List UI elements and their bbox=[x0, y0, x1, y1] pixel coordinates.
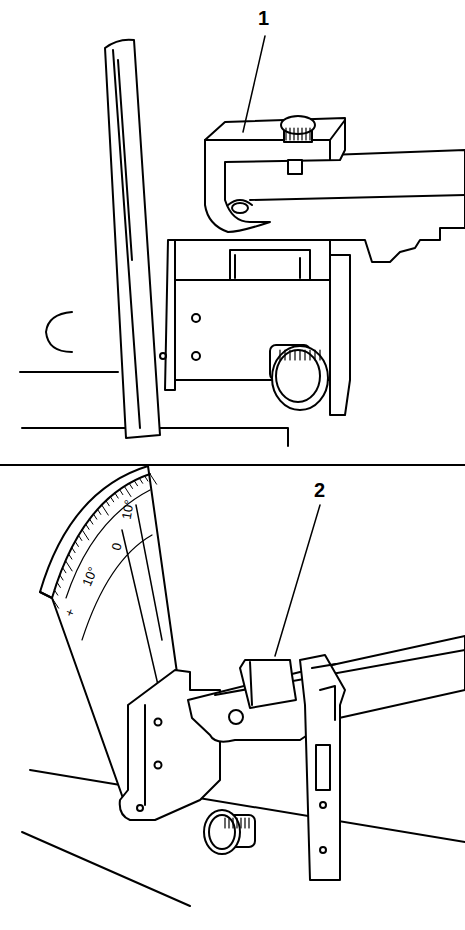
hatch-stroke bbox=[248, 818, 249, 828]
hatch-stroke bbox=[54, 590, 57, 595]
hatch-stroke bbox=[289, 350, 290, 360]
hatch-stroke bbox=[60, 575, 63, 580]
hatch-stroke bbox=[145, 476, 148, 481]
hatch-stroke bbox=[289, 128, 290, 140]
hatch-stroke bbox=[228, 818, 229, 828]
hatch-stroke bbox=[314, 350, 315, 360]
hatch-stroke bbox=[305, 128, 306, 140]
hatch-stroke bbox=[150, 474, 157, 484]
hatch-stroke bbox=[129, 483, 132, 488]
hatch-stroke bbox=[240, 818, 241, 828]
hatch-stroke bbox=[79, 535, 82, 540]
hatch-stroke bbox=[309, 350, 310, 360]
hatch-stroke bbox=[293, 128, 294, 140]
hatch-stroke bbox=[75, 541, 78, 546]
hatch-stroke bbox=[69, 554, 72, 559]
hatch-stroke bbox=[102, 505, 109, 515]
hatch-stroke bbox=[232, 818, 233, 828]
callout-number: 1 bbox=[258, 8, 269, 28]
hatch-stroke bbox=[299, 350, 300, 360]
hatch-stroke bbox=[236, 818, 237, 828]
hatch-stroke bbox=[110, 497, 113, 502]
hatch-stroke bbox=[301, 128, 302, 140]
hatch-stroke bbox=[52, 598, 59, 608]
hatch-stroke bbox=[124, 486, 131, 496]
hatch-stroke bbox=[72, 548, 75, 553]
hatch-stroke bbox=[106, 501, 109, 506]
hatch-stroke bbox=[279, 350, 280, 360]
hatch-stroke bbox=[297, 128, 298, 140]
hatch-stroke bbox=[120, 490, 123, 495]
hatch-stroke bbox=[98, 509, 101, 514]
hatch-stroke bbox=[304, 350, 305, 360]
hatch-stroke bbox=[244, 818, 245, 828]
hatch-stroke bbox=[319, 350, 320, 360]
hatch-stroke bbox=[115, 493, 118, 498]
hatch-stroke bbox=[134, 481, 137, 486]
scale-mark: 10° bbox=[120, 499, 136, 521]
hatch-stroke bbox=[139, 478, 142, 483]
hatch-stroke bbox=[57, 582, 60, 587]
hatch-stroke bbox=[63, 568, 66, 573]
hatch-stroke bbox=[82, 530, 89, 540]
hatch-stroke bbox=[93, 514, 96, 519]
hatch-stroke bbox=[285, 128, 286, 140]
hatch-stroke bbox=[294, 350, 295, 360]
hatch-stroke bbox=[284, 350, 285, 360]
hatch-stroke bbox=[309, 128, 310, 140]
hatch-stroke bbox=[66, 561, 73, 571]
hatch-stroke bbox=[90, 519, 93, 524]
hatch-stroke bbox=[224, 818, 225, 828]
hatch-stroke bbox=[86, 524, 89, 529]
callout-number: 2 bbox=[314, 480, 325, 500]
